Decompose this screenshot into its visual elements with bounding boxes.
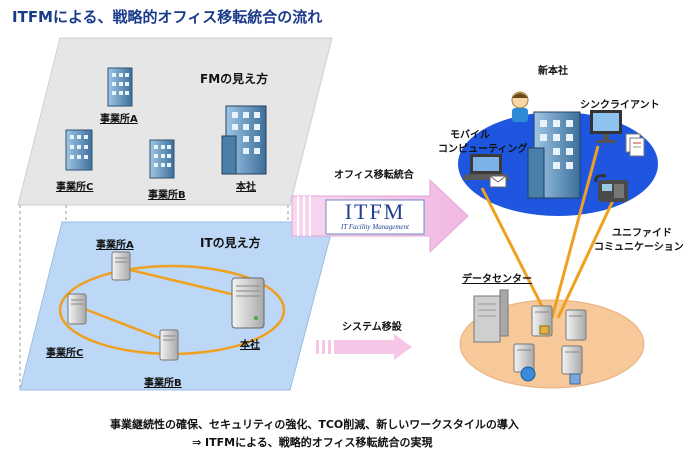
new-hq-label: 新本社 xyxy=(538,66,568,77)
fm-panel-title: FMの見え方 xyxy=(200,72,269,86)
it-panel xyxy=(19,221,335,391)
building-icon-b xyxy=(149,139,175,179)
person-icon xyxy=(511,91,529,122)
link-hq-dc-3 xyxy=(556,193,618,319)
fm-site-a-label: 事業所A xyxy=(100,114,138,125)
link-hq-dc-2 xyxy=(550,145,600,319)
mobile-label-line1: モバイル xyxy=(450,130,490,141)
thin-client-icon xyxy=(590,110,622,143)
office-move-label: オフィス移転統合 xyxy=(334,170,414,181)
it-site-a-label: 事業所A xyxy=(96,240,134,251)
building-icon-c xyxy=(65,129,93,171)
new-hq-building-icon xyxy=(527,111,581,199)
it-site-hq-label: 本社 xyxy=(240,340,260,351)
network-link-a-hq xyxy=(121,266,249,300)
page-title: ITFMによる、戦略的オフィス移転統合の流れ xyxy=(12,8,323,26)
server-icon-c xyxy=(67,293,87,325)
footer-line-1: 事業継続性の確保、セキュリティの強化、TCO削減、新しいワークスタイルの導入 xyxy=(110,418,519,431)
it-site-b-label: 事業所B xyxy=(144,378,182,389)
unified-label-line1: ユニファイド xyxy=(612,228,672,239)
unified-label-line2: コミュニケーション xyxy=(594,242,684,253)
itfm-logo-subtext: IT Facility Management xyxy=(341,223,409,231)
itfm-logo-box xyxy=(325,199,425,235)
database-icon xyxy=(569,373,581,385)
it-panel-title: ITの見え方 xyxy=(200,236,261,250)
envelope-icon xyxy=(489,175,507,188)
mobile-label-line2: コンピューティング xyxy=(438,144,528,155)
fm-site-b-label: 事業所B xyxy=(148,190,186,201)
server-icon-b xyxy=(159,329,179,361)
fm-site-c-label: 事業所C xyxy=(56,182,94,193)
footer-line-2: ⇒ ITFMによる、戦略的オフィス移転統合の実現 xyxy=(192,436,433,449)
phone-icon xyxy=(594,174,628,202)
system-move-label: システム移設 xyxy=(342,322,402,333)
network-link-c-b xyxy=(81,306,171,344)
fm-site-hq-label: 本社 xyxy=(236,182,256,193)
datacenter-label: データセンター xyxy=(462,274,532,285)
server-icon-a xyxy=(111,251,131,281)
system-move-arrow xyxy=(316,334,412,360)
datacenter-rack-icon xyxy=(473,289,509,343)
link-hq-dc-1 xyxy=(480,187,550,319)
dc-server-icon-2 xyxy=(565,309,587,341)
lock-icon xyxy=(539,325,550,335)
itfm-logo-text: ITFM xyxy=(344,199,406,224)
thin-client-label: シンクライアント xyxy=(580,100,660,111)
building-icon-hq xyxy=(221,105,267,175)
globe-icon xyxy=(520,366,536,382)
document-icon xyxy=(625,133,645,157)
dc-server-icon-4 xyxy=(561,345,583,375)
server-icon-hq xyxy=(231,277,265,329)
building-icon-a xyxy=(107,67,133,107)
it-site-c-label: 事業所C xyxy=(46,348,84,359)
